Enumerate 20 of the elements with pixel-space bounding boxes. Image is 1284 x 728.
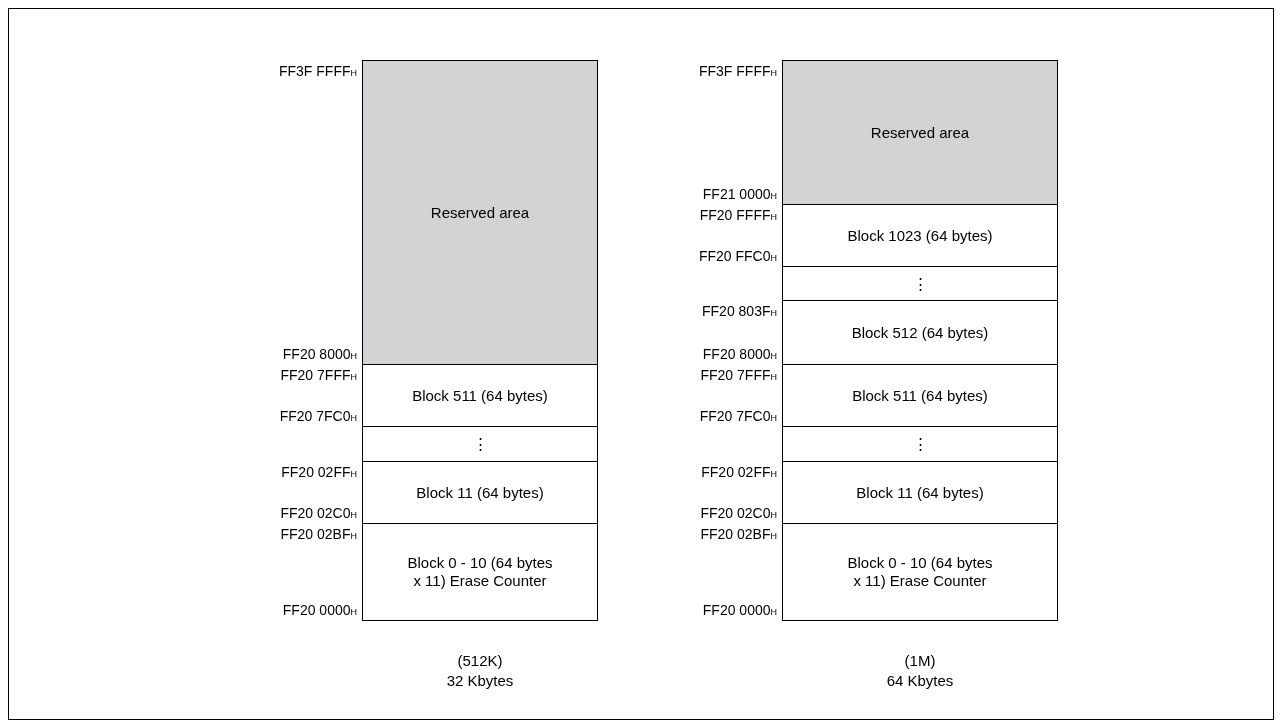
memory-size-caption: (1M) (904, 652, 936, 669)
block-label: Block 512 (64 bytes) (851, 323, 989, 342)
block-label: Block 11 (64 bytes) (416, 483, 544, 502)
ellipsis-text: ⋮ (472, 435, 488, 453)
block-label: Block 511 (64 bytes) (852, 386, 988, 405)
block-label: Block 0 - 10 (64 bytes x 11) Erase Counter (406, 554, 554, 590)
memory-size-caption: 64 Kbytes (886, 672, 954, 689)
ellipsis-row (782, 266, 1058, 301)
ellipsis-row (782, 426, 1058, 462)
block-label: Reserved area (430, 203, 530, 222)
ellipsis-row (362, 426, 598, 462)
memory-size-caption: (512K) (457, 652, 503, 669)
block-label: Block 511 (64 bytes) (412, 386, 548, 405)
block-label: Reserved area (870, 123, 970, 142)
memory-size-caption: 32 Kbytes (446, 672, 514, 689)
block-label: Block 0 - 10 (64 bytes x 11) Erase Counter (846, 554, 994, 590)
ellipsis-text: ⋮ (912, 274, 928, 293)
ellipsis-text: ⋮ (912, 435, 928, 453)
block-label: Block 11 (64 bytes) (856, 483, 984, 502)
block-label: Block 1023 (64 bytes) (847, 226, 993, 245)
